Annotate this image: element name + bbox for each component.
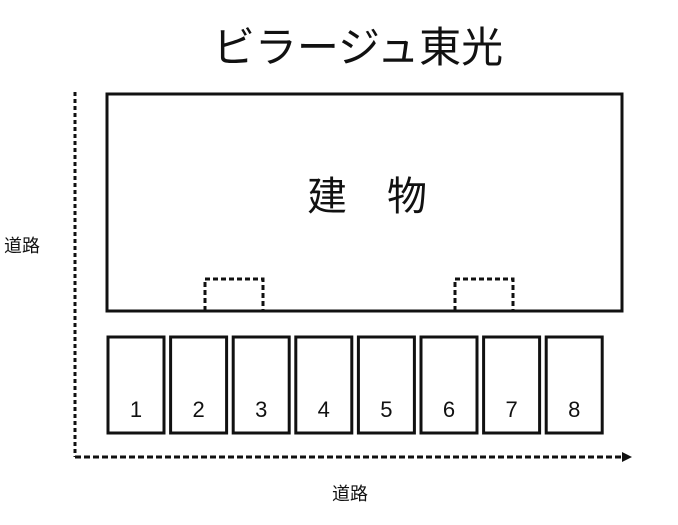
parking-space: 2 — [169, 335, 229, 435]
parking-space-box — [356, 335, 416, 435]
arrow-right-icon — [622, 452, 632, 462]
parking-space-number: 7 — [505, 397, 517, 422]
entrance-left — [203, 277, 265, 311]
parking-space: 3 — [231, 335, 291, 435]
road-label-left: 道路 — [4, 236, 40, 257]
parking-space: 5 — [356, 335, 416, 435]
parking-space-box — [169, 335, 229, 435]
parking-space: 8 — [544, 335, 604, 435]
parking-space-box — [419, 335, 479, 435]
parking-space-number: 8 — [568, 397, 580, 422]
parking-space-box — [231, 335, 291, 435]
parking-space-box — [106, 335, 166, 435]
parking-space-box — [544, 335, 604, 435]
building-label: 建 物 — [307, 174, 427, 220]
parking-space-number: 6 — [443, 397, 455, 422]
parking-space: 7 — [482, 335, 542, 435]
parking-space-number: 4 — [318, 397, 330, 422]
parking-spaces: 1 2 3 4 5 6 7 8 — [106, 335, 604, 435]
parking-space: 4 — [294, 335, 354, 435]
road-label-bottom: 道路 — [332, 484, 368, 505]
parking-space-box — [482, 335, 542, 435]
building — [105, 92, 624, 313]
parking-space: 1 — [106, 335, 166, 435]
parking-space-box — [294, 335, 354, 435]
parking-space-number: 1 — [130, 397, 142, 422]
parking-space-number: 3 — [255, 397, 267, 422]
entrance-right — [453, 277, 515, 311]
property-title: ビラージュ東光 — [213, 23, 503, 72]
parking-space-number: 2 — [192, 397, 204, 422]
parking-space: 6 — [419, 335, 479, 435]
parking-space-number: 5 — [380, 397, 392, 422]
